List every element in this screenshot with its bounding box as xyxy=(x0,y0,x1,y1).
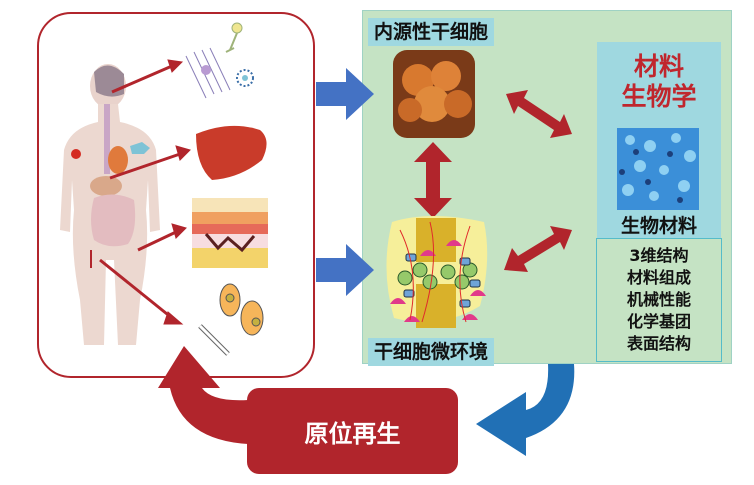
materials-biology-title-line2: 生物学 xyxy=(621,82,697,111)
bone-illustration xyxy=(198,283,264,356)
endogenous-stem-cell-label: 内源性干细胞 xyxy=(368,18,495,46)
blue-arrow-stem-cell xyxy=(316,68,374,120)
blue-curved-arrow xyxy=(476,364,575,456)
arrow-bone xyxy=(99,258,173,320)
skin-illustration xyxy=(192,198,268,268)
scaffold-image xyxy=(617,128,699,210)
stem-cell-niche-label: 干细胞微环境 xyxy=(368,338,495,366)
arrow-liver xyxy=(109,152,181,180)
human-body-illustration xyxy=(60,64,160,345)
double-arrow-stemcell-biomaterial xyxy=(506,90,572,138)
property-item: 表面结构 xyxy=(626,334,691,353)
stem-cell-image xyxy=(393,50,475,138)
biomaterial-label: 生物材料 xyxy=(620,215,697,237)
liver-illustration xyxy=(196,125,267,180)
red-curved-arrow xyxy=(158,346,248,444)
property-item: 材料组成 xyxy=(626,268,691,287)
property-item: 机械性能 xyxy=(626,290,691,309)
arrowhead xyxy=(167,59,184,73)
arrow-brain-to-neurons xyxy=(111,64,173,94)
neural-cells-illustration xyxy=(185,22,254,99)
in-situ-regeneration-box: 原位再生 xyxy=(247,388,458,474)
double-arrow-niche-biomaterial xyxy=(504,226,572,272)
niche-illustration xyxy=(386,216,488,328)
materials-biology-title: 材料 生物学 xyxy=(597,52,721,112)
double-arrows-diagonal xyxy=(504,90,572,272)
tissue-arrows xyxy=(99,59,191,325)
materials-biology-title-line1: 材料 xyxy=(633,52,684,81)
arrow-skin xyxy=(137,230,177,252)
property-item: 3维结构 xyxy=(629,246,689,265)
arrowhead xyxy=(171,223,187,239)
property-item: 化学基团 xyxy=(626,312,691,331)
double-arrow-vertical xyxy=(414,142,452,218)
blue-arrow-niche xyxy=(316,244,374,296)
biomaterial-properties-box: 3维结构 材料组成 机械性能 化学基团 表面结构 xyxy=(596,238,722,362)
arrowhead xyxy=(163,311,184,325)
arrowhead xyxy=(175,145,191,161)
input-arrows xyxy=(316,68,374,296)
